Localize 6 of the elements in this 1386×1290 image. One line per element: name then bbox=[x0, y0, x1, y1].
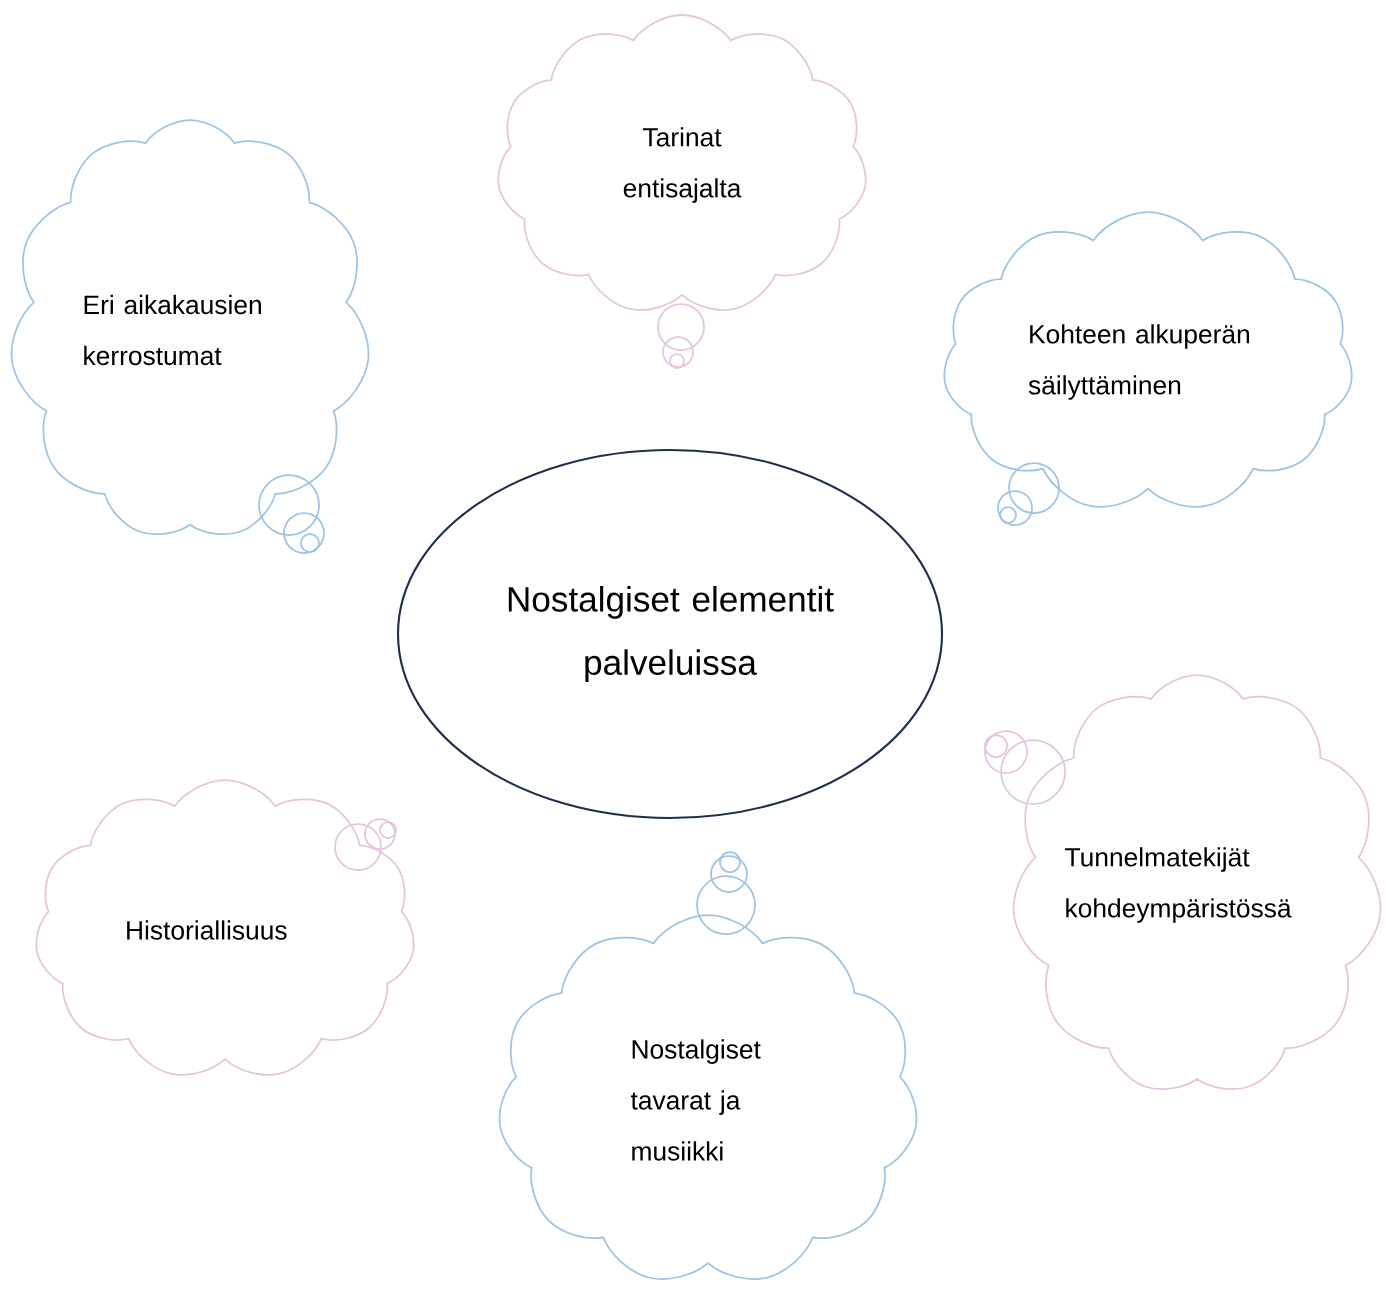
thought-cloud: Tunnelmatekijät kohdeympäristössä bbox=[984, 674, 1382, 1090]
thought-cloud: Tarinat entisajalta bbox=[497, 14, 867, 369]
thought-cloud: Nostalgiset tavarat ja musiikki bbox=[498, 851, 918, 1280]
thought-cloud: Kohteen alkuperän säilyttäminen bbox=[943, 211, 1353, 526]
thought-cloud: Eri aikakausien kerrostumat bbox=[10, 119, 370, 554]
thought-cloud: Historiallisuus bbox=[35, 779, 415, 1076]
